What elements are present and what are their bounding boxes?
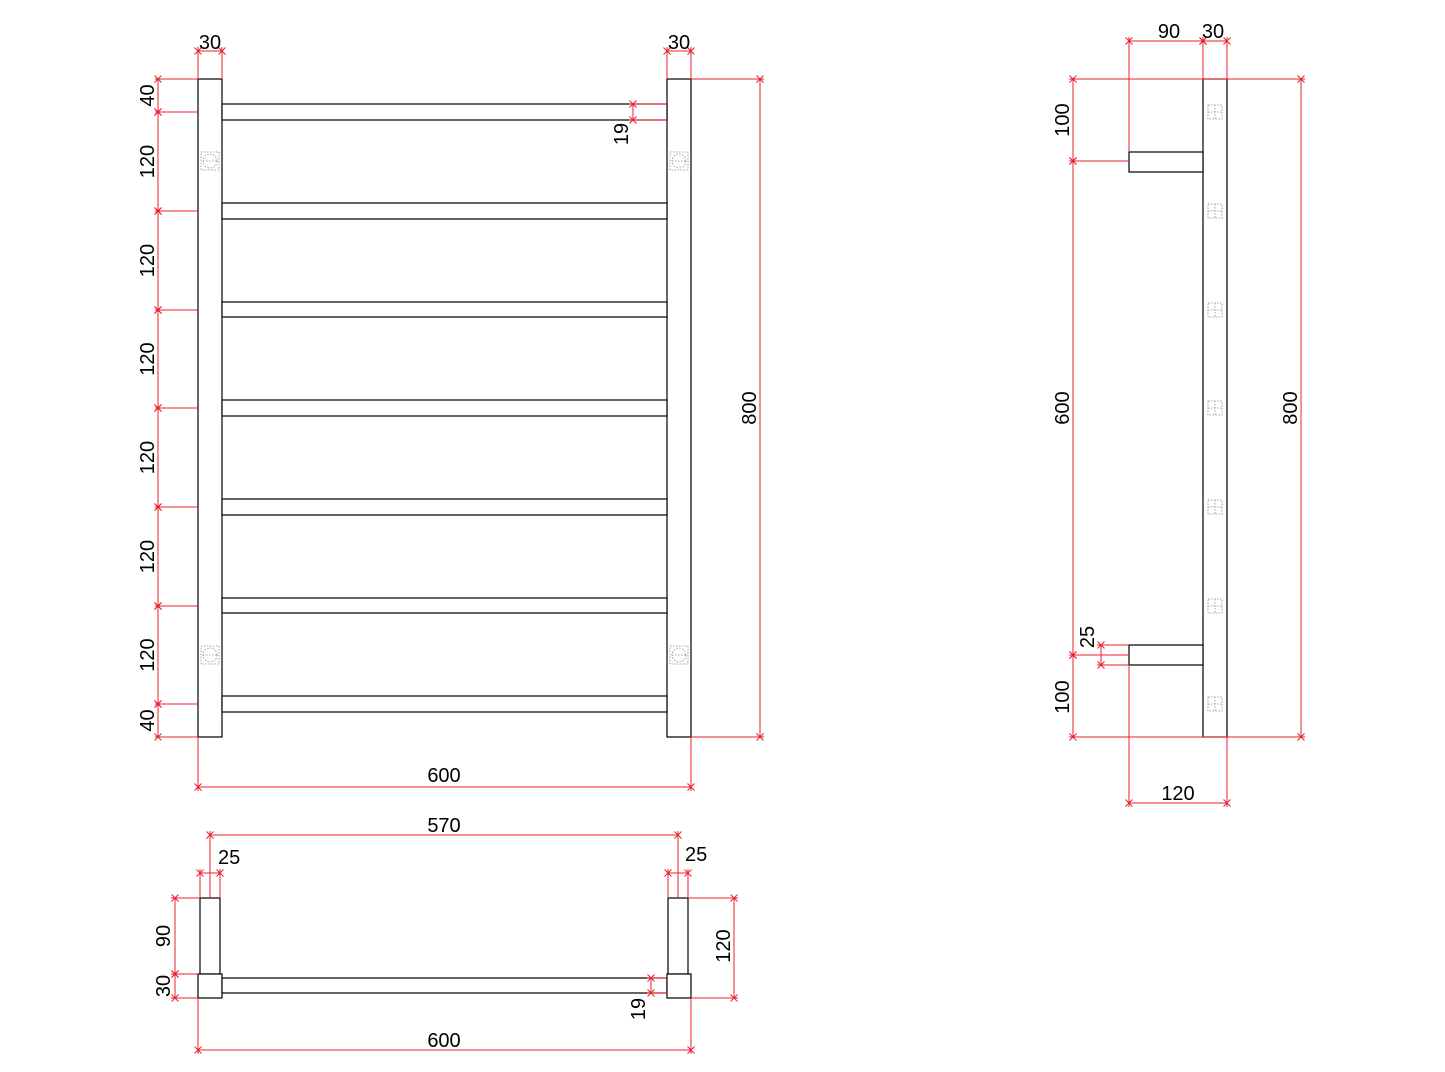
top-view: 570 25 25 90 30 120 — [153, 815, 738, 1054]
bracket-centers-label: 570 — [427, 815, 460, 837]
dimension-bracket-chain: 100 600 100 — [1052, 75, 1305, 741]
left-bracket — [199, 897, 221, 975]
right-bracket-width-label: 25 — [685, 844, 707, 866]
hidden-rail-end-icon — [1207, 696, 1223, 712]
spacing-label: 40 — [137, 709, 159, 731]
post-depth-label: 30 — [1202, 21, 1224, 43]
dimension-bracket-width: 25 — [1077, 626, 1129, 669]
left-post-section — [197, 973, 223, 999]
bracket-centers-label: 600 — [1052, 391, 1074, 424]
overall-width-label: 600 — [427, 765, 460, 787]
mounting-bracket-icon — [669, 645, 689, 665]
bracket-width-label: 25 — [1077, 626, 1099, 648]
mounting-bracket-icon — [200, 151, 220, 171]
dimension-overall-width: 600 — [194, 737, 695, 791]
spacing-label: 120 — [137, 441, 159, 474]
dimension-right-bracket-width: 25 — [664, 844, 707, 898]
spacing-label: 120 — [137, 638, 159, 671]
mounting-bracket-icon — [669, 151, 689, 171]
dimension-overall-depth: 120 — [688, 894, 738, 1002]
bottom-offset-label: 100 — [1052, 680, 1074, 713]
left-post — [197, 78, 223, 738]
right-post-width-label: 30 — [668, 32, 690, 54]
overall-width-label: 600 — [427, 1030, 460, 1052]
bottom-bracket — [1128, 644, 1204, 666]
dimension-overall-width: 600 — [194, 998, 695, 1054]
dimension-left-bracket-width: 25 — [196, 847, 240, 898]
dimension-bracket-centers: 570 — [206, 815, 682, 898]
hidden-rail-end-icon — [1207, 400, 1223, 416]
dimension-rail-thickness: 19 — [628, 974, 667, 1020]
rail-5 — [221, 498, 668, 516]
overall-depth-label: 120 — [1161, 783, 1194, 805]
bracket-depth-label: 90 — [1158, 21, 1180, 43]
hidden-rail-end-icon — [1207, 104, 1223, 120]
hidden-rail-end-icon — [1207, 499, 1223, 515]
dimension-rail-spacing-chain: 40 120 120 120 120 120 120 40 — [137, 75, 198, 741]
dimension-bracket-depth: 90 30 — [153, 894, 200, 1002]
top-offset-label: 100 — [1052, 103, 1074, 136]
right-bracket — [667, 897, 689, 975]
dimension-depth-top: 90 30 — [1125, 21, 1231, 152]
left-bracket-width-label: 25 — [218, 847, 240, 869]
left-post-width-label: 30 — [199, 32, 221, 54]
rail-1 — [221, 103, 668, 121]
right-post-section — [666, 973, 692, 999]
rail-2 — [221, 202, 668, 220]
hidden-rail-end-icon — [1207, 302, 1223, 318]
rail-thickness-label: 19 — [611, 123, 633, 145]
dimension-rail-thickness: 19 — [611, 100, 667, 145]
dimension-overall-height: 800 — [691, 75, 764, 741]
front-view: 30 30 40 120 — [137, 32, 764, 791]
dimension-overall-height: 800 — [1280, 75, 1305, 741]
rail-7 — [221, 695, 668, 713]
overall-height-label: 800 — [739, 391, 761, 424]
side-view: 90 30 100 600 100 25 800 — [1052, 21, 1305, 807]
rail-section — [221, 977, 668, 994]
rail-6 — [221, 597, 668, 614]
overall-depth-label: 120 — [713, 929, 735, 962]
mounting-bracket-icon — [200, 645, 220, 665]
hidden-rail-end-icon — [1207, 203, 1223, 219]
rail-4 — [221, 399, 668, 417]
post-depth-label: 30 — [153, 975, 175, 997]
spacing-label: 120 — [137, 540, 159, 573]
top-bracket — [1128, 151, 1204, 173]
spacing-label: 40 — [137, 84, 159, 106]
right-post — [666, 78, 692, 738]
dimension-overall-depth: 120 — [1125, 665, 1231, 807]
dimension-left-post-width: 30 — [194, 32, 226, 79]
rail-3 — [221, 301, 668, 318]
hidden-rail-end-icon — [1207, 598, 1223, 614]
spacing-label: 120 — [137, 342, 159, 375]
spacing-label: 120 — [137, 145, 159, 178]
rail-thickness-label: 19 — [628, 998, 650, 1020]
bracket-depth-label: 90 — [153, 925, 175, 947]
dimension-right-post-width: 30 — [663, 32, 695, 79]
spacing-label: 120 — [137, 244, 159, 277]
overall-height-label: 800 — [1280, 391, 1302, 424]
